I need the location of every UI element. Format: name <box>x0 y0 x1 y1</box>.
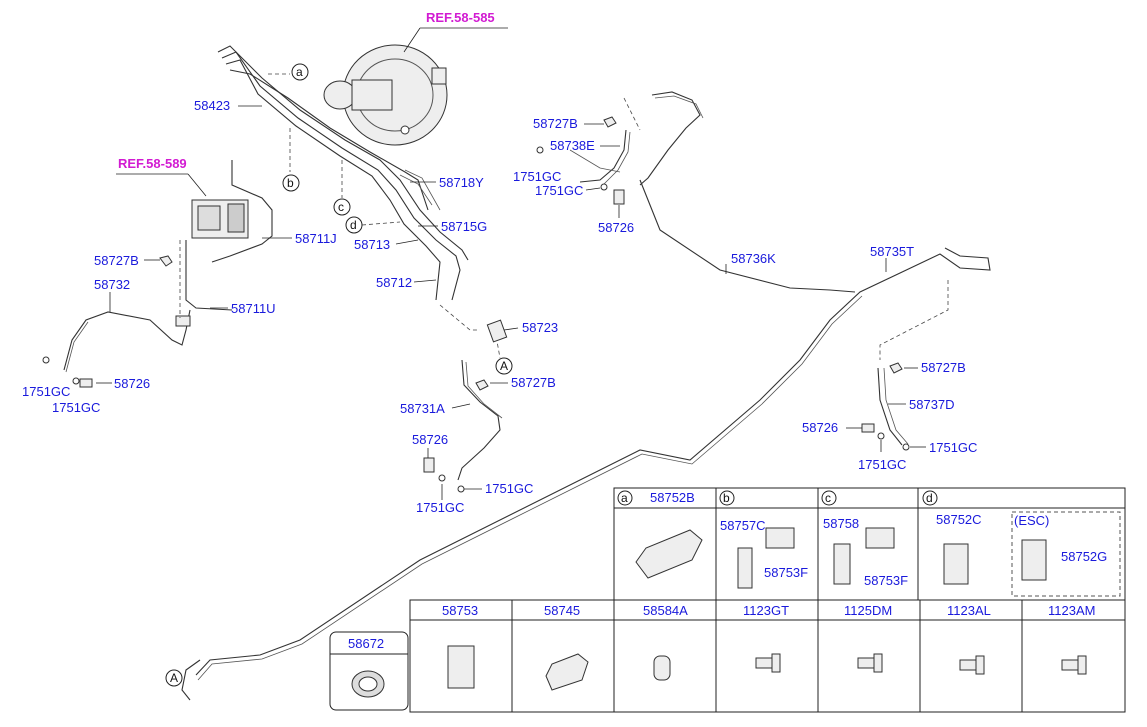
label-58723[interactable]: 58723 <box>522 320 558 335</box>
grommet-label: 58672 <box>348 636 384 651</box>
label-58726-top[interactable]: 58726 <box>598 220 634 235</box>
label-58715g[interactable]: 58715G <box>441 219 487 234</box>
label-1751gc-centre-2[interactable]: 1751GC <box>485 481 533 496</box>
hdr-58584a[interactable]: 58584A <box>643 603 688 618</box>
callout-A-bottom[interactable]: A <box>165 669 183 687</box>
part-58758: 58758 <box>823 516 859 531</box>
callout-c[interactable]: c <box>333 198 351 216</box>
front-left-hose <box>63 309 191 373</box>
label-58718y[interactable]: 58718Y <box>439 175 484 190</box>
hdr-1123al[interactable]: 1123AL <box>947 603 991 618</box>
bolt-1125dm-icon <box>857 653 883 673</box>
label-58735t[interactable]: 58735T <box>870 244 914 259</box>
callout-A-top[interactable]: A <box>495 357 513 375</box>
callout-d[interactable]: d <box>345 216 363 234</box>
part-58584a-shape <box>653 655 671 681</box>
esc-note: (ESC) <box>1014 513 1049 528</box>
bolt-1123al-icon <box>959 655 985 675</box>
label-58736k[interactable]: 58736K <box>731 251 776 266</box>
label-58713[interactable]: 58713 <box>354 237 390 252</box>
part-58745-shape <box>545 653 589 691</box>
section-a[interactable]: a 58752B <box>617 490 703 579</box>
label-1751gc-right-1[interactable]: 1751GC <box>858 457 906 472</box>
label-58711u[interactable]: 58711U <box>231 301 276 316</box>
hdr-1123am[interactable]: 1123AM <box>1048 603 1095 618</box>
label-1751gc-top-2[interactable]: 1751GC <box>535 183 583 198</box>
label-58726-left[interactable]: 58726 <box>114 376 150 391</box>
label-58737d[interactable]: 58737D <box>909 397 955 412</box>
hdr-58745[interactable]: 58745 <box>544 603 580 618</box>
label-58726-centre[interactable]: 58726 <box>412 432 448 447</box>
svg-text:b: b <box>287 176 294 190</box>
label-58712[interactable]: 58712 <box>376 275 412 290</box>
rear-right-hose <box>877 367 909 446</box>
clip-58752b-shape <box>635 529 703 579</box>
label-58727b-top[interactable]: 58727B <box>533 116 578 131</box>
abs-unit <box>191 199 249 239</box>
grommet-box[interactable]: 58672 <box>329 631 409 711</box>
front-right-hose <box>457 359 503 481</box>
rear-left-hose <box>569 129 631 185</box>
front-pipe-bundle <box>217 45 469 301</box>
svg-text:c: c <box>338 200 344 214</box>
part-58752c: 58752C <box>936 512 982 527</box>
label-1751gc-centre-1[interactable]: 1751GC <box>416 500 464 515</box>
svg-text:A: A <box>500 359 508 373</box>
label-1751gc-right-2[interactable]: 1751GC <box>929 440 977 455</box>
section-b[interactable]: b 58757C 58753F <box>719 490 808 589</box>
svg-text:c: c <box>825 491 831 505</box>
dashed-leaders <box>179 73 949 360</box>
hardware-table: 58753 58745 58584A 1123GT 1125DM 1123AL … <box>409 599 1126 713</box>
clip-table-top: a 58752B b 58757C 58753F c 58758 58753F … <box>613 487 1126 601</box>
label-1751gc-top-1[interactable]: 1751GC <box>513 169 561 184</box>
part-58752g: 58752G <box>1061 549 1107 564</box>
part-58753-shape <box>447 645 475 689</box>
svg-text:a: a <box>296 65 303 79</box>
label-58711j[interactable]: 58711J <box>295 231 337 246</box>
label-1751gc-left-2[interactable]: 1751GC <box>52 400 100 415</box>
label-58423[interactable]: 58423 <box>194 98 230 113</box>
section-c[interactable]: c 58758 58753F <box>821 490 908 588</box>
ref-booster[interactable]: REF.58-585 <box>426 10 495 25</box>
part-58753f-c: 58753F <box>864 573 908 588</box>
small-parts <box>42 116 910 493</box>
label-58738e[interactable]: 58738E <box>550 138 595 153</box>
label-58731a[interactable]: 58731A <box>400 401 445 416</box>
label-58727b-centre[interactable]: 58727B <box>511 375 556 390</box>
svg-text:d: d <box>926 491 933 505</box>
label-58732[interactable]: 58732 <box>94 277 130 292</box>
svg-text:d: d <box>350 218 357 232</box>
brake-booster <box>323 44 448 146</box>
label-58726-right[interactable]: 58726 <box>802 420 838 435</box>
hdr-58753[interactable]: 58753 <box>442 603 478 618</box>
svg-text:A: A <box>170 671 178 685</box>
bolt-1123gt-icon <box>755 653 781 673</box>
part-58753f-b: 58753F <box>764 565 808 580</box>
svg-text:b: b <box>723 491 730 505</box>
svg-text:a: a <box>621 491 628 505</box>
label-58727b-right[interactable]: 58727B <box>921 360 966 375</box>
callout-b[interactable]: b <box>282 174 300 192</box>
part-58752b: 58752B <box>650 490 695 505</box>
section-d[interactable]: d 58752C (ESC) 58752G <box>922 490 1107 585</box>
label-58727b-left[interactable]: 58727B <box>94 253 139 268</box>
rear-long-line <box>181 91 991 701</box>
part-58757c: 58757C <box>720 518 766 533</box>
hdr-1125dm[interactable]: 1125DM <box>844 603 892 618</box>
label-1751gc-left-1[interactable]: 1751GC <box>22 384 70 399</box>
abs-pipes <box>185 160 273 311</box>
callout-a[interactable]: a <box>291 63 309 81</box>
ref-abs[interactable]: REF.58-589 <box>118 156 187 171</box>
hdr-1123gt[interactable]: 1123GT <box>743 603 789 618</box>
bolt-1123am-icon <box>1061 655 1087 675</box>
